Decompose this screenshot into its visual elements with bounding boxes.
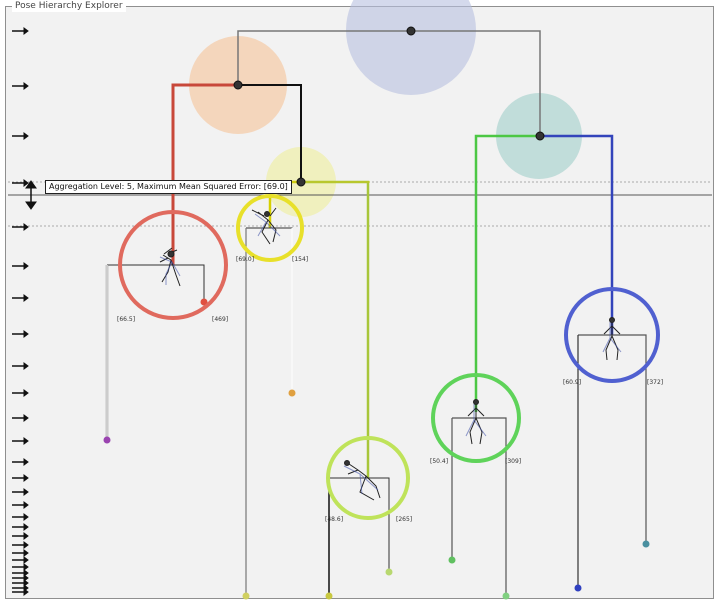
cluster-green-left-label: [50.4] xyxy=(430,458,448,465)
yellow-merge-node[interactable] xyxy=(296,177,306,187)
right-arrow-icon xyxy=(12,262,29,270)
right-arrow-icon xyxy=(12,569,29,577)
right-arrow-icon xyxy=(12,532,29,540)
leaf-node[interactable] xyxy=(642,540,650,548)
cluster-lime[interactable] xyxy=(326,436,410,520)
cluster-red[interactable] xyxy=(118,210,228,320)
right-arrow-icon xyxy=(12,223,29,231)
right-arrow-icon xyxy=(12,541,29,549)
leaf-node[interactable] xyxy=(574,584,582,592)
right-arrow-icon xyxy=(12,458,29,466)
pose-glyph-icon xyxy=(602,317,622,361)
right-arrow-icon xyxy=(12,523,29,531)
level-arrows xyxy=(12,27,29,596)
pose-glyph-icon xyxy=(251,207,281,245)
right-arrow-icon xyxy=(12,132,29,140)
leaf-node[interactable] xyxy=(288,389,296,397)
right-arrow-icon xyxy=(12,556,29,564)
cluster-green-right-label: [309] xyxy=(505,458,521,465)
root-node[interactable] xyxy=(406,26,416,36)
cluster-yellow[interactable] xyxy=(236,194,304,262)
leaf-node[interactable] xyxy=(242,592,250,600)
right-arrow-icon xyxy=(12,563,29,571)
right-arrow-icon xyxy=(12,574,29,582)
cluster-blue-right-label: [372] xyxy=(647,379,663,386)
leaf-node[interactable] xyxy=(103,436,111,444)
right-arrow-icon xyxy=(12,414,29,422)
leaf-node[interactable] xyxy=(200,298,208,306)
aggregation-level-label: Aggregation Level: 5, Maximum Mean Squar… xyxy=(45,180,292,194)
cluster-blue[interactable] xyxy=(564,287,660,383)
right-arrow-icon xyxy=(12,294,29,302)
leaf-node[interactable] xyxy=(502,592,510,600)
left-merge-node[interactable] xyxy=(233,80,243,90)
leaf-node[interactable] xyxy=(448,556,456,564)
leaf-node[interactable] xyxy=(385,568,393,576)
pose-glyph-icon xyxy=(159,247,181,287)
upper-branches xyxy=(171,30,614,478)
right-arrow-icon xyxy=(12,549,29,557)
right-arrow-icon xyxy=(12,474,29,482)
right-arrow-icon xyxy=(12,513,29,521)
cluster-lime-left-label: [48.6] xyxy=(325,516,343,523)
panel-title: Pose Hierarchy Explorer xyxy=(12,0,126,12)
merge-nodes[interactable] xyxy=(233,26,545,187)
pose-glyph-icon xyxy=(343,460,381,501)
right-arrow-icon xyxy=(12,330,29,338)
right-arrow-icon xyxy=(12,501,29,509)
right-arrow-icon xyxy=(12,437,29,445)
root-bubble xyxy=(346,0,476,95)
leaf-nodes[interactable] xyxy=(103,298,650,600)
right-arrow-icon xyxy=(12,488,29,496)
cluster-yellow-left-label: [69.0] xyxy=(236,256,254,263)
cluster-blue-left-label: [60.9] xyxy=(563,379,581,386)
right-arrow-icon xyxy=(12,362,29,370)
pose-glyph-icon xyxy=(465,399,487,445)
hierarchy-panel xyxy=(5,6,714,599)
leaf-branches xyxy=(105,227,647,598)
level-drag-handle[interactable] xyxy=(25,180,37,210)
right-arrow-icon xyxy=(12,27,29,35)
right-arrow-icon xyxy=(12,579,29,587)
cluster-green[interactable] xyxy=(431,373,521,463)
cluster-lime-right-label: [265] xyxy=(396,516,412,523)
cluster-red-left-label: [66.5] xyxy=(117,316,135,323)
right-merge-node[interactable] xyxy=(535,131,545,141)
right-arrow-icon xyxy=(12,82,29,90)
right-arrow-icon xyxy=(12,179,29,187)
cluster-yellow-right-label: [154] xyxy=(292,256,308,263)
right-arrow-icon xyxy=(12,588,29,596)
right-arrow-icon xyxy=(12,389,29,397)
leaf-node[interactable] xyxy=(325,592,333,600)
cluster-red-right-label: [469] xyxy=(212,316,228,323)
cluster-labels: [66.5] [469] [69.0] [154] [48.6] [265] [… xyxy=(117,256,663,523)
